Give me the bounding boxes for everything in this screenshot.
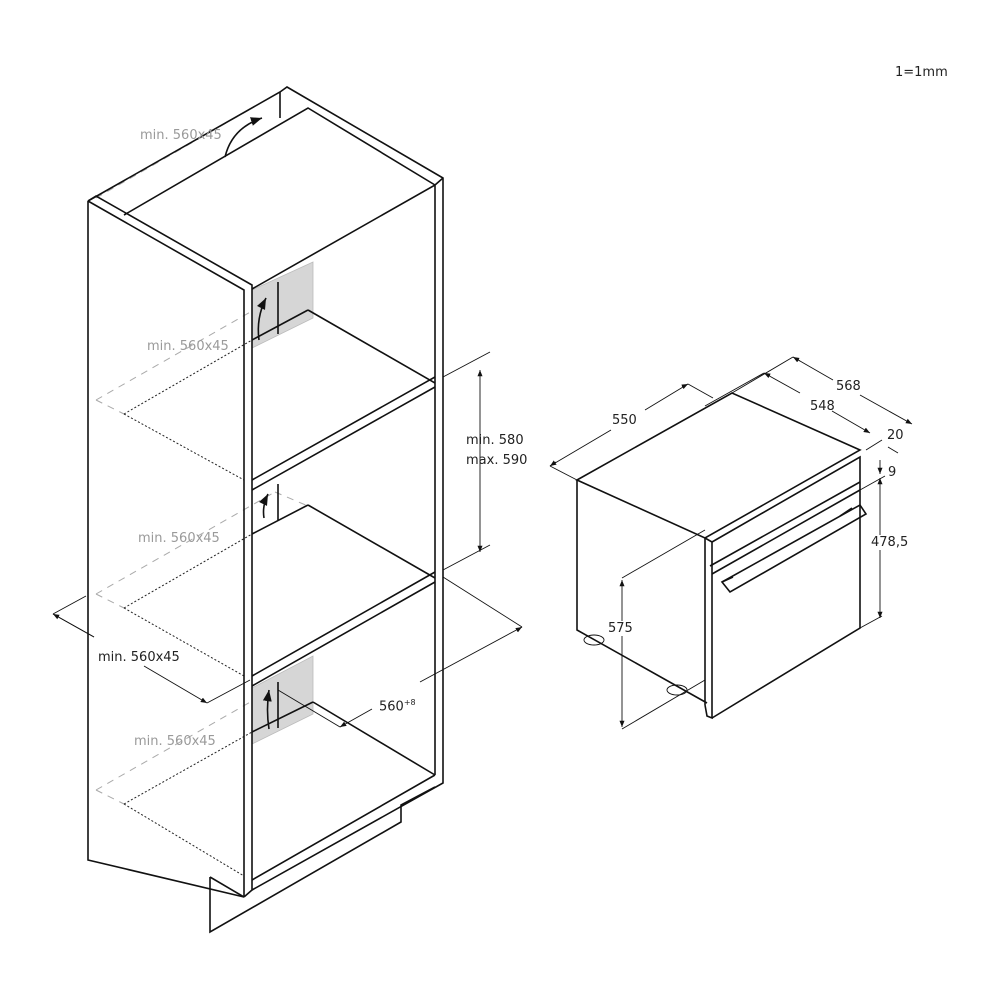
gap-label: 9 — [888, 465, 897, 480]
airflow-arrow-lower — [262, 689, 272, 730]
front-thickness-label: 20 — [887, 428, 904, 443]
niche-height-max-label: max. 590 — [466, 453, 528, 468]
airflow-arrow-middle — [258, 493, 269, 519]
niche-width-dim-line — [339, 626, 523, 728]
oven-depth-label: 550 — [612, 413, 637, 428]
tall-cabinet — [52, 86, 523, 934]
oven-body-width-label: 548 — [810, 399, 835, 414]
vent-label-lower: min. 560x45 — [134, 734, 216, 749]
oven-top — [575, 392, 862, 539]
front-height-label: 478,5 — [871, 535, 909, 550]
body-height-label: 575 — [608, 621, 633, 636]
niche-width-label: 560+8 — [379, 695, 416, 714]
oven-handle — [720, 503, 868, 594]
oven — [549, 356, 912, 730]
hidden-lines — [123, 339, 253, 877]
airflow-arrow-upper — [256, 297, 267, 341]
vent-label-top: min. 560x45 — [140, 128, 222, 143]
scale-note: 1=1mm — [895, 65, 948, 80]
niche-height-min-label: min. 580 — [466, 433, 524, 448]
cabinet-depth-label: min. 560x45 — [98, 650, 180, 665]
niche-width-tolerance: +8 — [403, 698, 416, 707]
vent-label-upper: min. 560x45 — [147, 339, 229, 354]
niche-width-value: 560 — [379, 699, 404, 715]
airflow-arrow-top — [224, 117, 263, 158]
oven-total-width-label: 568 — [836, 379, 861, 394]
vent-label-middle: min. 560x45 — [138, 531, 220, 546]
